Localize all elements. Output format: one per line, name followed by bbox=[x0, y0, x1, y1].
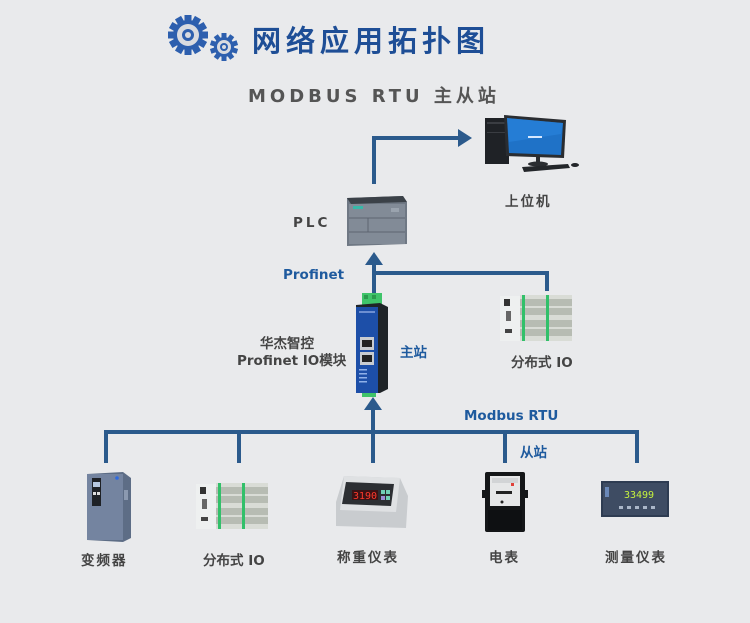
slave-label-5: 测量仪表 bbox=[605, 550, 667, 566]
frequency-inverter-icon bbox=[83, 470, 133, 542]
weighing-indicator-icon: 3190 bbox=[334, 472, 410, 530]
remote-io-top-label: 分布式 IO bbox=[511, 355, 573, 371]
arrow-to-plc bbox=[365, 252, 383, 265]
arrow-to-host bbox=[458, 129, 472, 147]
page-title: 网络应用拓扑图 bbox=[252, 24, 491, 58]
panel-meter-display: 33499 bbox=[624, 490, 654, 501]
plc-icon bbox=[343, 192, 409, 250]
profinet-link-label: Profinet bbox=[283, 267, 345, 283]
modbus-bus bbox=[104, 430, 639, 463]
slave-label-1: 变频器 bbox=[81, 553, 128, 569]
gears-icon bbox=[160, 10, 242, 65]
electric-meter-icon bbox=[482, 472, 528, 534]
plc-label: PLC bbox=[293, 215, 331, 231]
link-plc-host bbox=[372, 136, 460, 184]
host-label: 上位机 bbox=[505, 194, 552, 210]
slave-label-3: 称重仪表 bbox=[337, 550, 399, 566]
link-remote-io-plc bbox=[374, 271, 549, 291]
slave-label-4: 电表 bbox=[489, 550, 520, 566]
slave-role-label: 从站 bbox=[520, 445, 547, 461]
slave-label-2: 分布式 IO bbox=[203, 553, 265, 569]
gateway-label-line2: Profinet IO模块 bbox=[237, 353, 347, 369]
gateway-module-icon bbox=[352, 293, 392, 397]
weighing-display: 3190 bbox=[353, 491, 377, 502]
distributed-io-icon bbox=[500, 293, 574, 343]
desktop-computer-icon bbox=[480, 112, 580, 174]
gateway-label-line1: 华杰智控 bbox=[260, 336, 314, 352]
panel-meter-icon: 33499 bbox=[601, 481, 671, 521]
master-role-label: 主站 bbox=[400, 345, 427, 361]
distributed-io-icon bbox=[196, 481, 270, 531]
modbus-link-label: Modbus RTU bbox=[464, 408, 559, 424]
arrow-to-gateway bbox=[364, 397, 382, 410]
page-subtitle: MODBUS RTU 主从站 bbox=[248, 86, 500, 107]
